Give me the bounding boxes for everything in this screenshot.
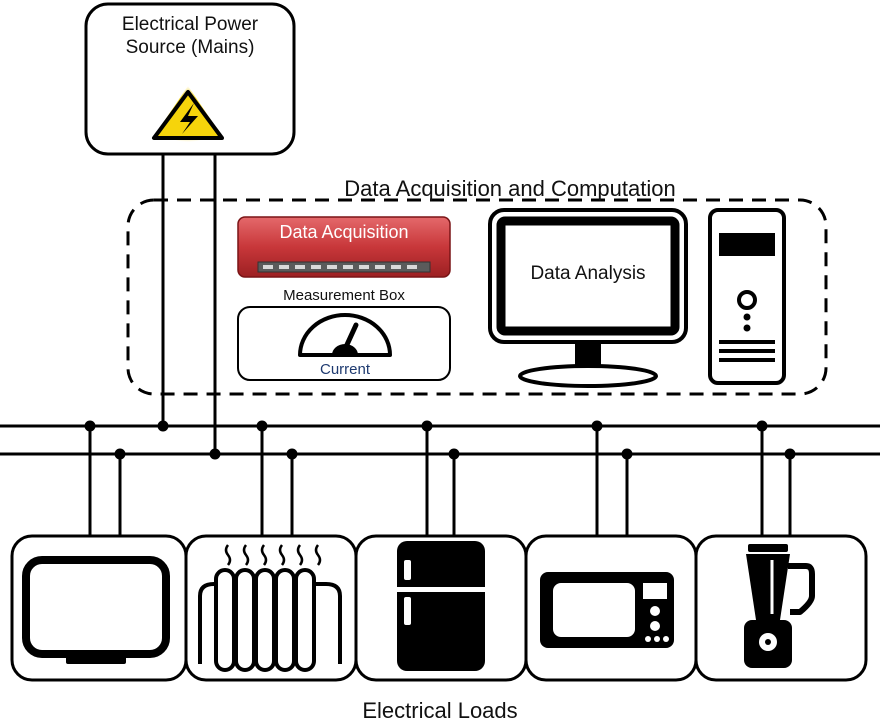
power-source-box	[84, 2, 296, 156]
load-drop-lines	[88, 426, 792, 536]
power-source-label: Electrical Power Source (Mains)	[86, 14, 294, 60]
monitor-icon	[488, 208, 688, 388]
acquisition-group-boundary	[126, 198, 828, 396]
power-bus	[0, 424, 880, 456]
power-source-label-line1: Electrical Power	[121, 14, 259, 35]
gauge-icon	[298, 313, 392, 357]
computer-tower-icon	[708, 208, 786, 385]
data-analysis-label: Data Analysis	[530, 263, 646, 284]
daq-device	[237, 216, 451, 278]
microwave-icon	[540, 572, 674, 648]
daq-device-label: Data Acquisition	[279, 222, 409, 242]
acquisition-group-title: Data Acquisition and Computation	[344, 176, 676, 201]
television-icon	[22, 556, 170, 664]
blender-icon	[744, 544, 815, 668]
high-voltage-warning-icon	[150, 86, 226, 142]
radiator-heater-icon	[198, 544, 342, 672]
measurement-box-label: Measurement Box	[283, 287, 405, 304]
gauge-current-label: Current	[319, 361, 371, 378]
junction-dots	[84, 420, 796, 460]
electrical-loads-label: Electrical Loads	[362, 698, 518, 723]
refrigerator-icon	[397, 541, 485, 671]
power-source-label-line2: Source (Mains)	[125, 36, 255, 58]
